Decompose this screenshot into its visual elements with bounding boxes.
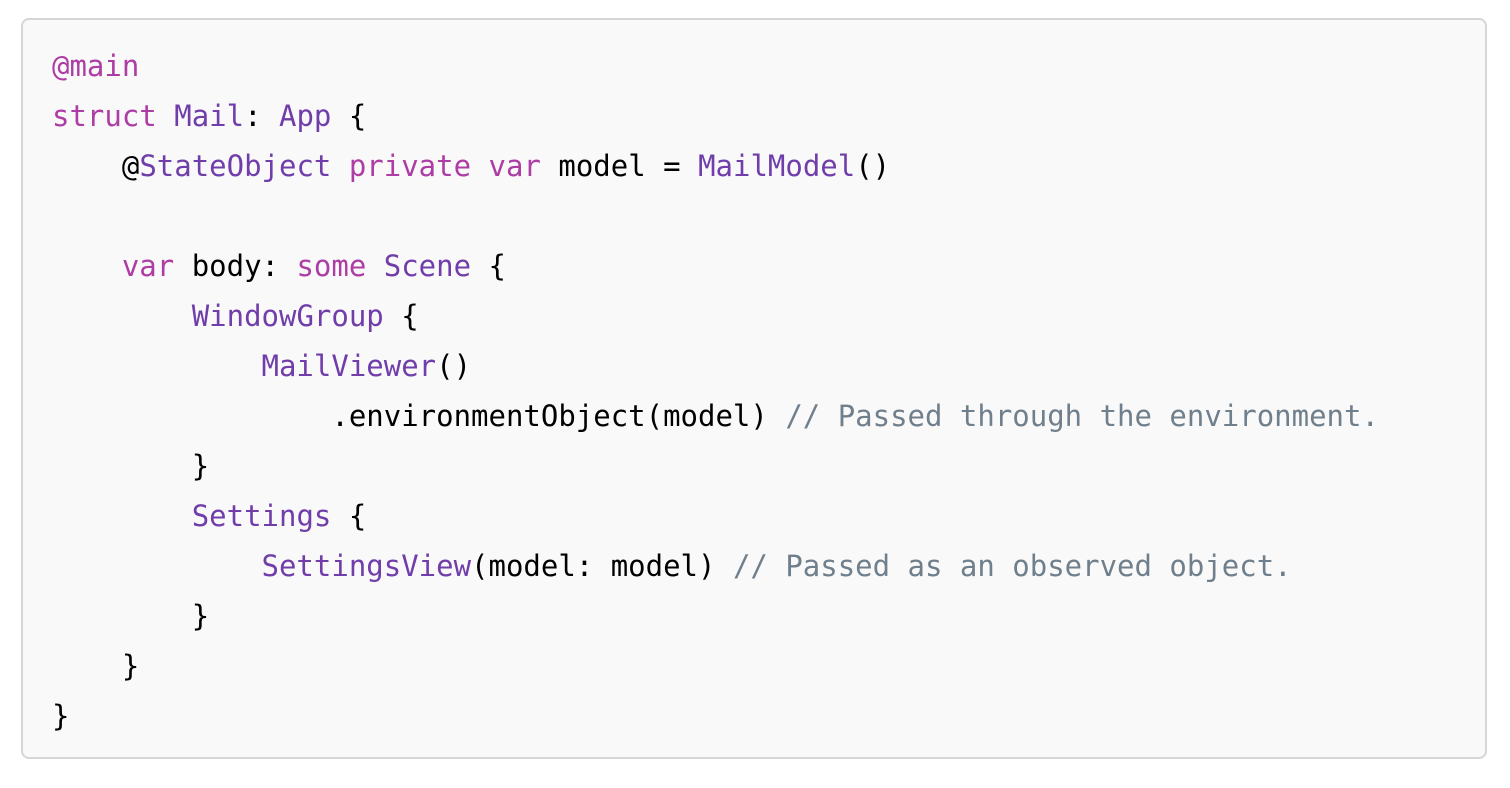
code-token-plain: } — [121, 649, 140, 683]
code-token-keyword: private — [348, 149, 472, 183]
code-token-plain: { — [471, 249, 506, 283]
code-indent — [52, 299, 192, 333]
code-line: struct Mail: App { — [52, 91, 1379, 141]
code-line: SettingsView(model: model) // Passed as … — [52, 541, 1379, 591]
code-indent — [52, 549, 262, 583]
code-indent — [52, 399, 331, 433]
code-token-type: Mail — [174, 99, 245, 133]
code-token-plain: { — [383, 299, 419, 333]
code-line: @StateObject private var model = MailMod… — [52, 141, 1379, 191]
code-token-plain — [471, 149, 488, 183]
code-token-plain: model = — [540, 149, 699, 183]
code-line: .environmentObject(model) // Passed thro… — [52, 391, 1379, 441]
code-token-type: WindowGroup — [191, 299, 384, 333]
code-indent — [52, 649, 122, 683]
code-token-plain — [331, 149, 348, 183]
code-token-plain: body: — [174, 249, 297, 283]
code-indent — [52, 249, 122, 283]
code-block: @main struct Mail: App { @StateObject pri… — [21, 18, 1487, 759]
code-token-comment: // Passed through the environment. — [785, 399, 1379, 433]
code-line: } — [52, 691, 1379, 741]
code-token-plain: () — [436, 349, 472, 383]
code-token-plain: () — [855, 149, 891, 183]
code-line: WindowGroup { — [52, 291, 1379, 341]
code-token-type: StateObject — [139, 149, 332, 183]
code-token-plain — [366, 249, 383, 283]
code-token-plain — [157, 99, 174, 133]
code-token-plain: { — [331, 99, 367, 133]
code-token-plain: (model: model) — [471, 549, 733, 583]
code-indent — [52, 449, 192, 483]
code-token-keyword: struct — [52, 99, 157, 133]
code-indent — [52, 599, 192, 633]
code-token-plain: @ — [121, 149, 140, 183]
code-lines: @main struct Mail: App { @StateObject pri… — [52, 41, 1379, 741]
code-line: } — [52, 591, 1379, 641]
code-line: @main — [52, 41, 1379, 91]
code-token-type: MailModel — [698, 149, 856, 183]
code-indent — [52, 149, 122, 183]
code-line: } — [52, 641, 1379, 691]
code-indent — [52, 349, 262, 383]
code-token-plain: } — [191, 449, 210, 483]
code-token-plain: .environmentObject(model) — [331, 399, 786, 433]
code-token-type: Scene — [383, 249, 472, 283]
code-token-type: SettingsView — [261, 549, 472, 583]
code-token-keyword: @main — [52, 49, 140, 83]
code-token-type: App — [279, 99, 332, 133]
code-token-type: MailViewer — [261, 349, 437, 383]
code-line — [52, 191, 1379, 241]
code-token-keyword: var — [488, 149, 541, 183]
code-token-plain: } — [52, 699, 70, 733]
code-token-plain: } — [191, 599, 210, 633]
code-line: Settings { — [52, 491, 1379, 541]
code-token-keyword: some — [296, 249, 367, 283]
code-token-comment: // Passed as an observed object. — [732, 549, 1292, 583]
code-line: } — [52, 441, 1379, 491]
code-line: MailViewer() — [52, 341, 1379, 391]
code-token-keyword: var — [121, 249, 175, 283]
code-token-plain: { — [331, 499, 367, 533]
code-token-type: Settings — [191, 499, 332, 533]
code-line: var body: some Scene { — [52, 241, 1379, 291]
code-token-plain: : — [244, 99, 279, 133]
code-indent — [52, 499, 192, 533]
